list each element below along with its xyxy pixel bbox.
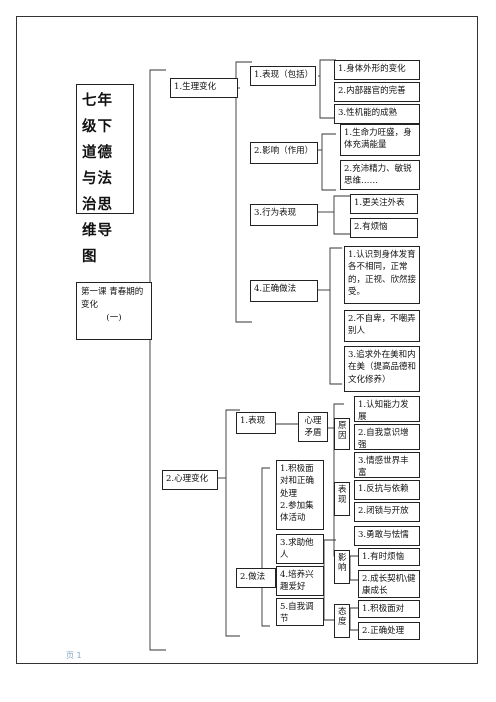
physical-item-4-sub-3: 3.追求外在美和内在美（提高品德和文化修养） <box>344 346 420 392</box>
psych-yuanyin-2: 2.自我意识增强 <box>354 424 420 450</box>
item2-bracket <box>321 133 336 191</box>
physical-item-1-sub-1: 1.身体外形的变化 <box>334 60 420 80</box>
psych-yuanyin-label: 原因 <box>334 418 350 450</box>
physical-item-4: 4.正确做法 <box>250 280 318 302</box>
branch2-bracket <box>225 409 240 637</box>
physical-item-2: 2.影响（作用） <box>250 142 318 164</box>
branch-physical-change: 1.生理变化 <box>170 78 238 98</box>
psych-biaoxian-label: 表现 <box>334 482 350 516</box>
psych-zuofa-2: 2.参加集体活动 <box>280 500 314 524</box>
psych-yuanyin-3: 3.情感世界丰富 <box>354 452 420 478</box>
physical-item-3: 3.行为表现 <box>250 204 318 226</box>
mindmap-title: 七年级下道德与法治思维导图 <box>76 84 134 265</box>
psych-zuofa-5: 5.自我调节 <box>276 598 324 626</box>
physical-item-4-sub-1: 1.认识到身体发育各不相同，正常的，正视、欣然接受。 <box>344 246 420 304</box>
lesson-root-node: 第一课 青春期的变化 (一) <box>76 282 152 340</box>
psych-biaoxian-3: 3.勇敢与怯懦 <box>354 526 420 546</box>
psych-biaoxian-1: 1.反抗与依赖 <box>354 480 420 500</box>
item1-bracket <box>319 59 336 119</box>
psych-yingxiang-2: 2.成长契机\健康成长 <box>358 570 420 598</box>
page-number: 页 1 <box>66 651 82 660</box>
psych-zuofa-3: 3.求助他人 <box>276 534 324 564</box>
physical-item-1-sub-2: 2.内部器官的完善 <box>334 82 420 102</box>
psych-biaoxian-2: 2.闭锁与开放 <box>354 502 420 522</box>
psych-zuofa-group-1: 1.积极面对和正确处理 2.参加集体活动 <box>276 460 324 530</box>
psych-biaoxian: 1.表现 <box>236 412 276 434</box>
page-border <box>16 16 478 664</box>
psych-maodun: 心理矛盾 <box>298 412 328 442</box>
item4-bracket <box>329 247 342 385</box>
psych-yingxiang-1: 1.有时烦恼 <box>358 548 420 566</box>
physical-item-2-sub-2: 2.充沛精力、敏锐思维…… <box>340 160 420 190</box>
psych-taidu-1: 1.积极面对 <box>358 600 420 618</box>
physical-item-3-sub-2: 2.有烦恼 <box>350 218 418 238</box>
physical-item-1: 1.表现（包括） <box>250 66 316 86</box>
branch1-bracket <box>235 61 252 323</box>
physical-item-2-sub-1: 1.生命力旺盛，身体充满能量 <box>340 124 420 156</box>
branch-psychological-change: 2.心理变化 <box>162 470 218 490</box>
psych-zuofa-1: 1.积极面对和正确处理 <box>280 464 315 499</box>
lesson-part: (一) <box>106 312 122 323</box>
psych-zuofa: 2.做法 <box>236 568 276 588</box>
lesson-name: 第一课 青春期的变化 <box>81 287 144 310</box>
psych-taidu-2: 2.正确处理 <box>358 622 420 640</box>
item3-bracket <box>333 195 350 235</box>
physical-item-3-sub-1: 1.更关注外表 <box>350 194 418 214</box>
psych-zuofa-4: 4.培养兴趣爱好 <box>276 566 324 596</box>
physical-item-1-sub-3: 3.性机能的成熟 <box>334 104 420 124</box>
main-bracket <box>149 69 166 651</box>
physical-item-4-sub-2: 2.不自卑，不嘲弄别人 <box>344 310 420 342</box>
psych-taidu-label: 态度 <box>334 604 350 638</box>
psych-yuanyin-1: 1.认知能力发展 <box>354 396 420 422</box>
psych-yingxiang-label: 影响 <box>334 550 350 584</box>
